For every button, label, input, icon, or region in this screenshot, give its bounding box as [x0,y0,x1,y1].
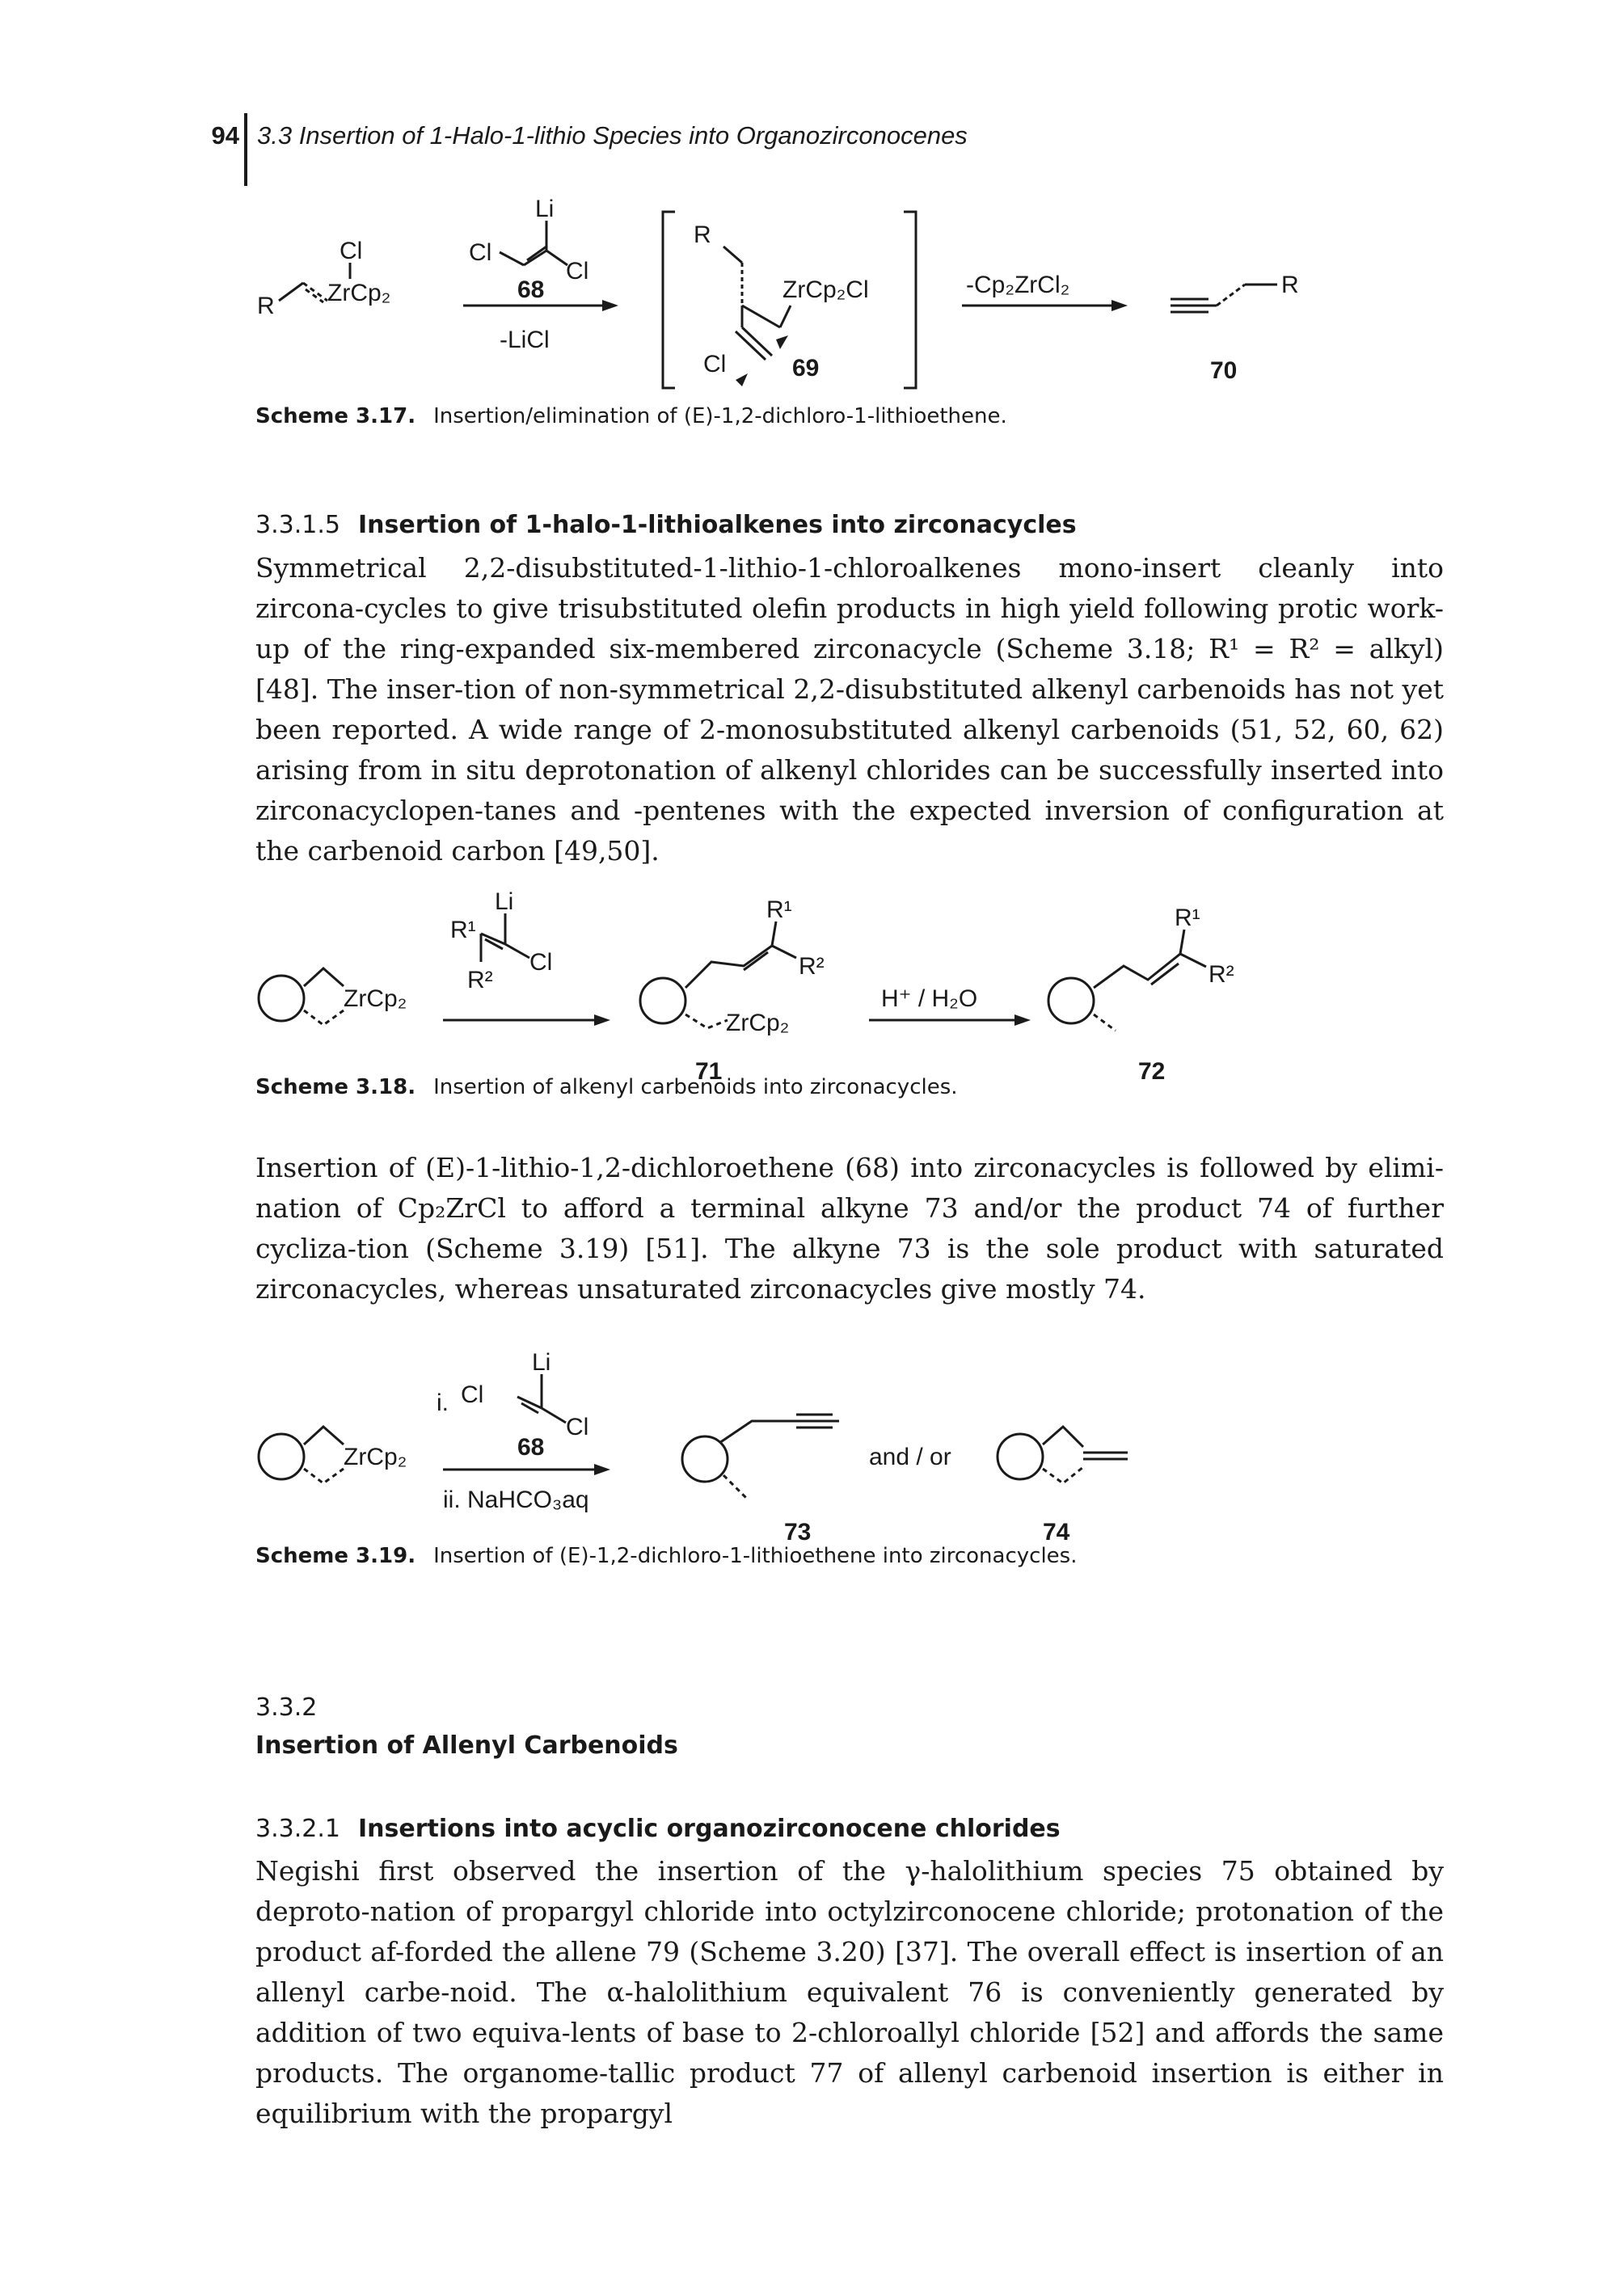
s317-reagent-num: 68 [517,276,544,303]
s317-substrate-r: R [257,293,275,319]
s317-product-num: 70 [1210,357,1237,384]
scheme-3-18-caption: Scheme 3.18. Insertion of alkenyl carbeno… [255,1075,958,1099]
s318-intermediate-zr: ZrCp₂ [726,1010,789,1036]
s318-reagent-cl: Cl [529,949,552,976]
scheme-3-19-caption: Scheme 3.19. Insertion of (E)-1,2-dichlor… [255,1544,1077,1568]
caption-text: Insertion of alkenyl carbenoids into zir… [433,1075,958,1099]
scheme-3-18-figure: ZrCp₂ Li R¹ Cl R² R¹ R² ZrCp₂ 71 H⁺ / H₂… [257,888,1234,1085]
paragraph-1: Symmetrical 2,2-disubstituted-1-lithio-1… [255,552,1444,867]
s317-intermediate-num: 69 [792,355,819,382]
s317-reagent-li: Li [535,196,554,222]
s319-product1-num: 73 [784,1519,811,1546]
section-title: Insertion of 1-halo-1-lithioalkenes into… [357,511,1077,539]
section-number: 3.3.1.5 [255,511,340,539]
s318-reagent-li: Li [495,888,513,915]
s318-intermediate-r2: R² [799,953,825,980]
s318-intermediate-num: 71 [695,1058,722,1085]
s318-product-r1: R¹ [1175,905,1200,931]
s317-reagent-cl1: Cl [469,239,491,266]
paragraph-3: Negishi first observed the insertion of … [255,1855,1444,2129]
s317-intermediate-zr: ZrCp₂Cl [782,276,869,303]
s317-intermediate-r: R [694,221,711,248]
section-heading-3-3-2-1: 3.3.2.1 Insertions into acyclic organozir… [255,1815,1061,1843]
s317-reagent-cl2: Cl [566,258,588,285]
s319-reagent-li: Li [532,1349,550,1376]
scheme-3-17-figure: Cl ZrCp₂ R Li Cl Cl 68 -LiCl R ZrCp₂Cl C… [257,196,1299,390]
s317-substrate-cl: Cl [340,238,362,264]
caption-label: Scheme 3.18. [255,1075,416,1099]
caption-text: Insertion/elimination of (E)-1,2-dichlor… [433,404,1007,428]
caption-label: Scheme 3.19. [255,1544,416,1568]
s318-product-r2: R² [1209,961,1234,988]
s318-reagent-r2: R² [467,967,493,993]
s319-reagent-cl2: Cl [566,1414,588,1440]
s319-reagent-step-ii: ii. NaHCO₃aq [443,1487,589,1513]
section-number: 3.3.2.1 [255,1815,340,1843]
s319-product2-num: 74 [1043,1519,1070,1546]
s317-product-r: R [1281,272,1299,298]
scheme-3-17-caption: Scheme 3.17. Insertion/elimination of (E)… [255,404,1007,428]
s317-step2-label: -Cp₂ZrCl₂ [966,272,1069,298]
s318-reagent-r1: R¹ [450,917,476,943]
paragraph-2: Insertion of (E)-1-lithio-1,2-dichloroet… [255,1152,1444,1305]
header-rule [244,113,247,186]
s317-substrate-zr: ZrCp₂ [327,280,390,306]
caption-text: Insertion of (E)-1,2-dichloro-1-lithioet… [433,1544,1078,1568]
scheme-3-19-figure: ZrCp₂ i. Li Cl Cl 68 ii. NaHCO₃aq 73 and… [257,1349,1128,1546]
s319-reagent-cl1: Cl [461,1381,483,1408]
s319-reagent-num: 68 [517,1434,544,1461]
section-title: Insertion of Allenyl Carbenoids [255,1731,678,1760]
caption-label: Scheme 3.17. [255,404,416,428]
s318-substrate-zr: ZrCp₂ [344,985,407,1012]
section-number: 3.3.2 [255,1693,318,1722]
section-title: Insertions into acyclic organozirconocen… [357,1815,1061,1843]
running-title: 3.3 Insertion of 1-Halo-1-lithio Species… [257,121,968,150]
s319-connector: and / or [869,1444,951,1470]
s318-product-num: 72 [1138,1058,1165,1085]
section-heading-3-3-1-5: 3.3.1.5 Insertion of 1-halo-1-lithioalken… [255,511,1077,539]
s317-intermediate-cl: Cl [703,351,726,377]
s319-substrate-zr: ZrCp₂ [344,1444,407,1470]
s318-intermediate-r1: R¹ [766,896,792,923]
s318-step2-label: H⁺ / H₂O [881,985,977,1012]
s319-reagent-step-i: i. [437,1390,449,1416]
page-number: 94 [211,121,239,150]
section-heading-3-3-2: 3.3.2 Insertion of Allenyl Carbenoids [255,1693,678,1760]
s317-reagent-byproduct: -LiCl [500,327,550,353]
